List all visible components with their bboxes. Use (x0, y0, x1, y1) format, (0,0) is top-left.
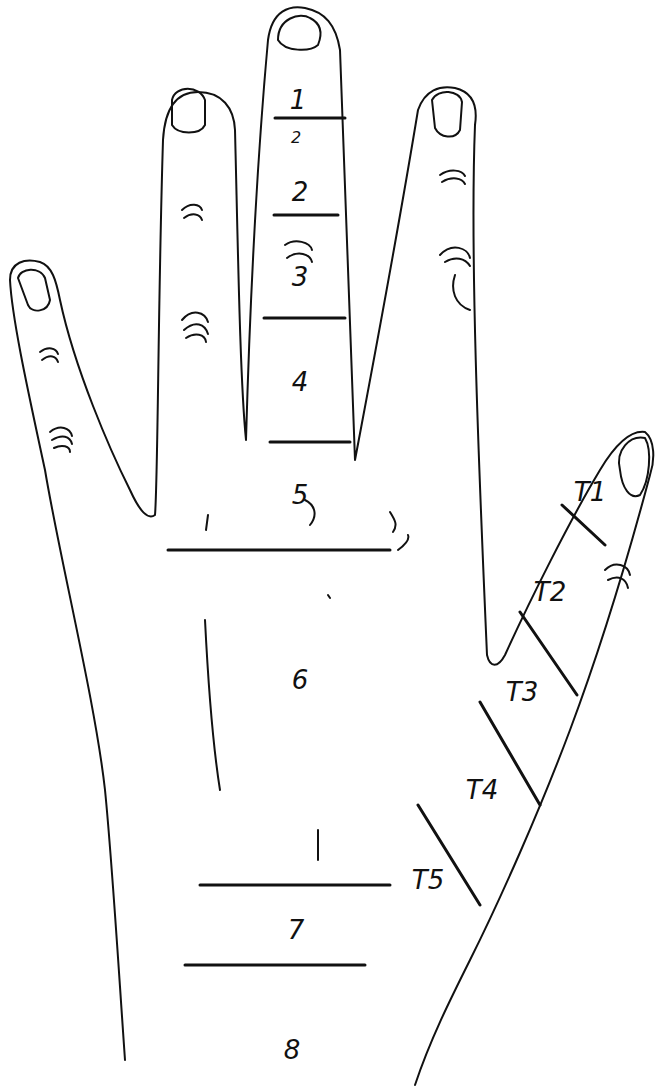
nail (619, 438, 649, 497)
nail (18, 270, 50, 311)
zone-number: T4 (466, 777, 498, 803)
zone-number: T2 (534, 579, 566, 605)
zone-line (168, 118, 390, 965)
zone-number: 2 (291, 130, 301, 146)
zone-number: 1 (290, 87, 307, 113)
crease (605, 565, 630, 588)
zone-number: T1 (574, 479, 606, 505)
crease (40, 348, 58, 362)
zone-number: 6 (292, 667, 309, 693)
zone-number: T5 (412, 867, 444, 893)
zone-number: 8 (284, 1037, 301, 1063)
zone-line (418, 505, 605, 905)
zone-number: T3 (506, 679, 538, 705)
zone-number: 4 (292, 369, 309, 395)
nail (172, 89, 205, 133)
crease (440, 248, 470, 310)
crease (285, 241, 312, 262)
crease (50, 428, 72, 452)
crease (182, 313, 208, 342)
crease (182, 205, 202, 220)
zone-number: 5 (292, 482, 309, 508)
nail (278, 16, 320, 50)
crease (440, 171, 465, 184)
nail (432, 92, 462, 137)
zone-number: 7 (288, 917, 305, 943)
zone-number: 3 (292, 264, 309, 290)
hand-contour (10, 7, 653, 1085)
crease (205, 595, 330, 860)
zone-number: 2 (292, 179, 309, 205)
